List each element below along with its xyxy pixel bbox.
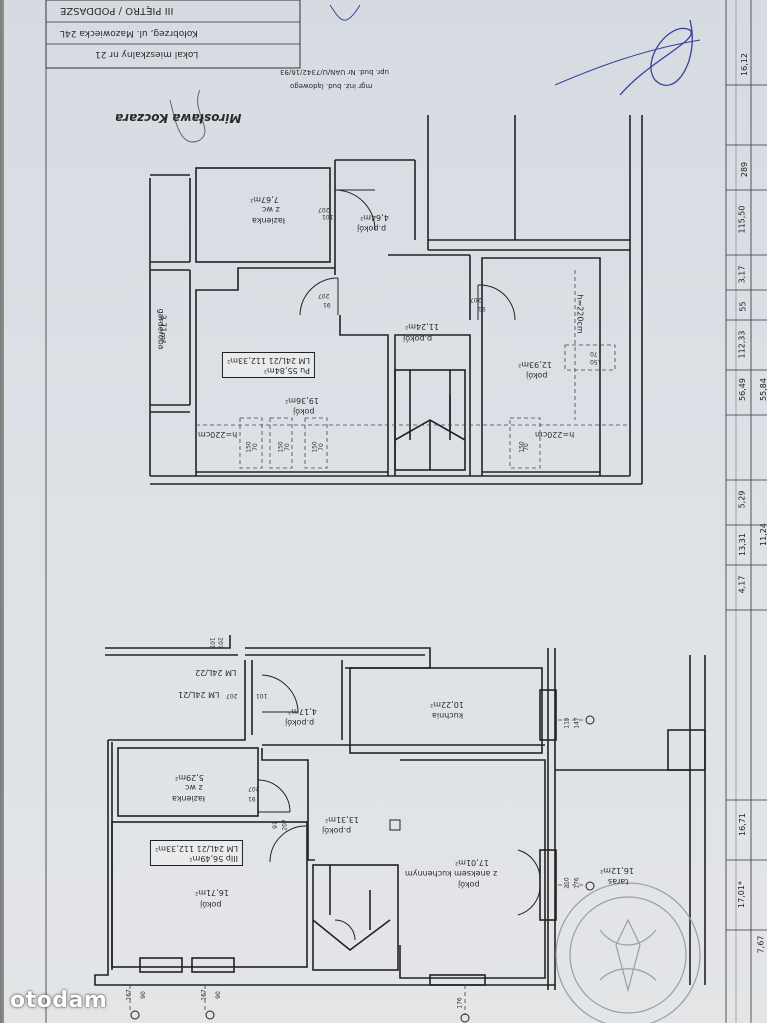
room-lower-bath-sub: z wc	[185, 783, 203, 792]
room-lower-kuchnia: kuchnia	[432, 711, 464, 720]
header-unit: Lokal mieszkalny nr 21	[95, 49, 199, 59]
side-table-cell-2: 289	[740, 161, 750, 178]
door-code-l17: 176	[456, 997, 464, 1009]
room-upper-bath-area: 7,67m²	[250, 195, 279, 204]
door-code-u15: 150	[590, 358, 602, 365]
door-code-l16: 167	[200, 989, 208, 1001]
stamp-line3: upr. bud. Nr UAN/U/7342/16/93	[280, 68, 390, 76]
door-code-l4: 207	[226, 692, 238, 699]
door-code-u14: 70	[590, 350, 598, 357]
side-table-cell-6: 112,33	[737, 330, 747, 359]
door-code-u5: 207	[470, 296, 482, 303]
room-lower-pokoj2-area: 16,71m²	[195, 888, 229, 897]
upper-area-lm: LM 24L/21 112,33m²	[227, 356, 310, 365]
room-upper-ppokoj1: p.pokój	[357, 224, 387, 233]
door-code-u3: 207	[318, 292, 330, 299]
room-lower-ppokoj2: p.pokój	[322, 826, 352, 835]
unit-label-21: LM 24L/21	[178, 690, 220, 699]
side-table-cell-14: 7,67	[756, 935, 766, 954]
door-code-l14: 167	[125, 989, 133, 1001]
door-code-u2: 101	[322, 213, 334, 220]
room-upper-pokoj1: pokój	[293, 407, 315, 416]
upper-height-2: h=220cm	[535, 430, 575, 439]
otodam-watermark: otodam	[10, 988, 108, 1013]
room-lower-pokoj1: pokój	[458, 880, 480, 889]
side-table-cell-1: 16,12	[739, 53, 749, 76]
door-code-l13: 90	[139, 991, 147, 999]
side-table-cell-7: 56,49	[737, 378, 747, 401]
unit-label-22: LM 24L/22	[195, 668, 237, 677]
door-code-u6: 91	[478, 305, 486, 312]
door-code-l12: 176	[573, 877, 581, 889]
header-address: Kołobrzeg, ul. Mazowiecka 24L	[60, 28, 198, 38]
side-table-cell-4: 3,17	[737, 265, 747, 284]
room-upper-pokoj2: pokój	[526, 371, 548, 380]
room-upper-bath: łazienka	[252, 216, 285, 225]
side-table-cell-12: 16,71	[737, 813, 747, 836]
floor-plan-sheet	[4, 0, 767, 1023]
lower-area-box: IIIp 56,49m² LM 24L/21 112,33m²	[150, 840, 243, 866]
side-table-cell-8: 55,84	[758, 378, 767, 401]
room-upper-ppokoj1-area: 4,64m²	[360, 213, 389, 222]
side-table-cell-5: 55	[738, 301, 748, 312]
side-table-cell-11: 4,17	[737, 575, 747, 594]
room-lower-bath: łazienka	[172, 794, 205, 803]
stamp-line2: mgr inż. bud. lądowego	[290, 82, 373, 90]
upper-height-1: h=220cm	[198, 430, 238, 439]
room-upper-bath-sub: z wc	[262, 205, 280, 214]
room-upper-garderoba-area: 3,71m²	[158, 314, 168, 344]
door-code-l2: 207	[216, 637, 224, 649]
door-code-l8: 207	[281, 819, 289, 831]
lower-area-lm: LM 24L/21 112,33m²	[155, 844, 238, 853]
room-lower-taras-area: 16,12m²	[600, 866, 634, 875]
side-table-cell-3: 115,50	[737, 205, 747, 234]
door-code-l3: 101	[256, 692, 268, 699]
door-code-l9: 115	[563, 717, 571, 729]
door-code-u16: 70	[522, 443, 530, 451]
room-lower-ppokoj1-area: 4,17m²	[288, 707, 317, 716]
side-table-cell-9: 5,29	[737, 490, 747, 509]
room-upper-pokoj2-area: 12,93m²	[518, 360, 552, 369]
door-code-u12: 70	[317, 443, 325, 451]
door-code-u1: 207	[318, 206, 330, 213]
upper-area-pu: Pu 55,84m²	[263, 366, 310, 375]
door-code-l11: 210	[563, 877, 571, 889]
door-code-l6: 207	[248, 785, 260, 792]
room-upper-ppokoj2-area: 11,24m²	[405, 322, 439, 331]
upper-area-box: Pu 55,84m² LM 24L/21 112,33m²	[222, 352, 315, 378]
room-lower-pokoj1-area: 17,01m²	[455, 858, 489, 867]
room-upper-ppokoj2: p.pokój	[403, 334, 433, 343]
room-lower-pokoj1-sub: z aneksem kuchennym	[405, 869, 498, 878]
door-code-l5: 91	[248, 795, 256, 802]
header-floor: III PIĘTRO / PODDASZE	[60, 5, 174, 16]
room-lower-pokoj2: pokój	[200, 900, 222, 909]
stamp-name: Mirosława Koczara	[115, 111, 242, 125]
door-code-l10: 147	[573, 717, 581, 729]
room-lower-ppokoj2-area: 13,31m²	[325, 815, 359, 824]
door-code-l15: 90	[214, 991, 222, 999]
lower-area-pu: IIIp 56,49m²	[189, 854, 238, 863]
door-code-u10: 70	[283, 443, 291, 451]
door-code-l7: 91	[271, 821, 279, 829]
notary-seal-icon	[555, 882, 701, 1023]
room-lower-ppokoj1: p.pokój	[285, 718, 315, 727]
door-code-l1: 101	[208, 637, 216, 649]
side-table-cell-10: 13,31	[737, 533, 747, 556]
upper-height-3: h=220cm	[575, 294, 585, 334]
room-upper-pokoj1-area: 19,36m²	[285, 396, 319, 405]
door-code-u8: 70	[251, 443, 259, 451]
door-code-u4: 91	[323, 301, 331, 308]
room-lower-taras: taras	[608, 877, 629, 886]
room-lower-bath-area: 5,29m²	[175, 773, 204, 782]
side-table-cell-15: 11,24	[758, 523, 767, 546]
side-table-cell-13: 17,01*	[736, 881, 746, 908]
room-lower-kuchnia-area: 10,22m²	[430, 700, 464, 709]
